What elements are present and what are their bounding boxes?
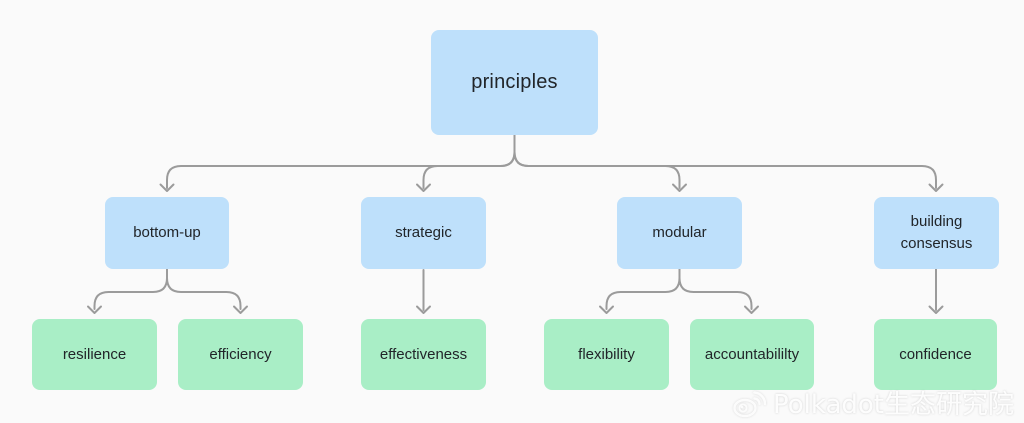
edge-principles-modular — [513, 134, 681, 189]
arrowhead — [87, 305, 102, 314]
edge-principles-bottom-up — [166, 134, 516, 189]
node-effectiveness[interactable]: effectiveness — [361, 319, 486, 390]
arrowhead — [416, 305, 431, 314]
arrowhead — [159, 183, 175, 192]
edge-bottom-up-efficiency — [166, 268, 242, 310]
arrowhead — [928, 305, 944, 314]
node-strategic[interactable]: strategic — [361, 197, 486, 269]
node-bottom-up[interactable]: bottom-up — [105, 197, 229, 269]
node-principles[interactable]: principles — [431, 30, 598, 135]
node-accountabililty[interactable]: accountabililty — [690, 319, 814, 390]
edge-principles-building-consensus — [513, 134, 937, 189]
edge-modular-accountabililty — [678, 268, 753, 310]
edge-principles-strategic — [422, 134, 516, 189]
arrowhead — [416, 183, 431, 192]
edge-bottom-up-resilience — [93, 268, 168, 310]
arrowhead — [928, 183, 944, 192]
arrowhead — [233, 305, 248, 314]
node-resilience[interactable]: resilience — [32, 319, 157, 390]
node-building-consensus[interactable]: building consensus — [874, 197, 999, 269]
arrowhead — [672, 183, 687, 192]
edge-modular-flexibility — [605, 268, 681, 310]
arrowhead — [599, 305, 614, 314]
node-confidence[interactable]: confidence — [874, 319, 997, 390]
node-efficiency[interactable]: efficiency — [178, 319, 303, 390]
arrowhead — [744, 305, 759, 314]
node-flexibility[interactable]: flexibility — [544, 319, 669, 390]
node-modular[interactable]: modular — [617, 197, 742, 269]
